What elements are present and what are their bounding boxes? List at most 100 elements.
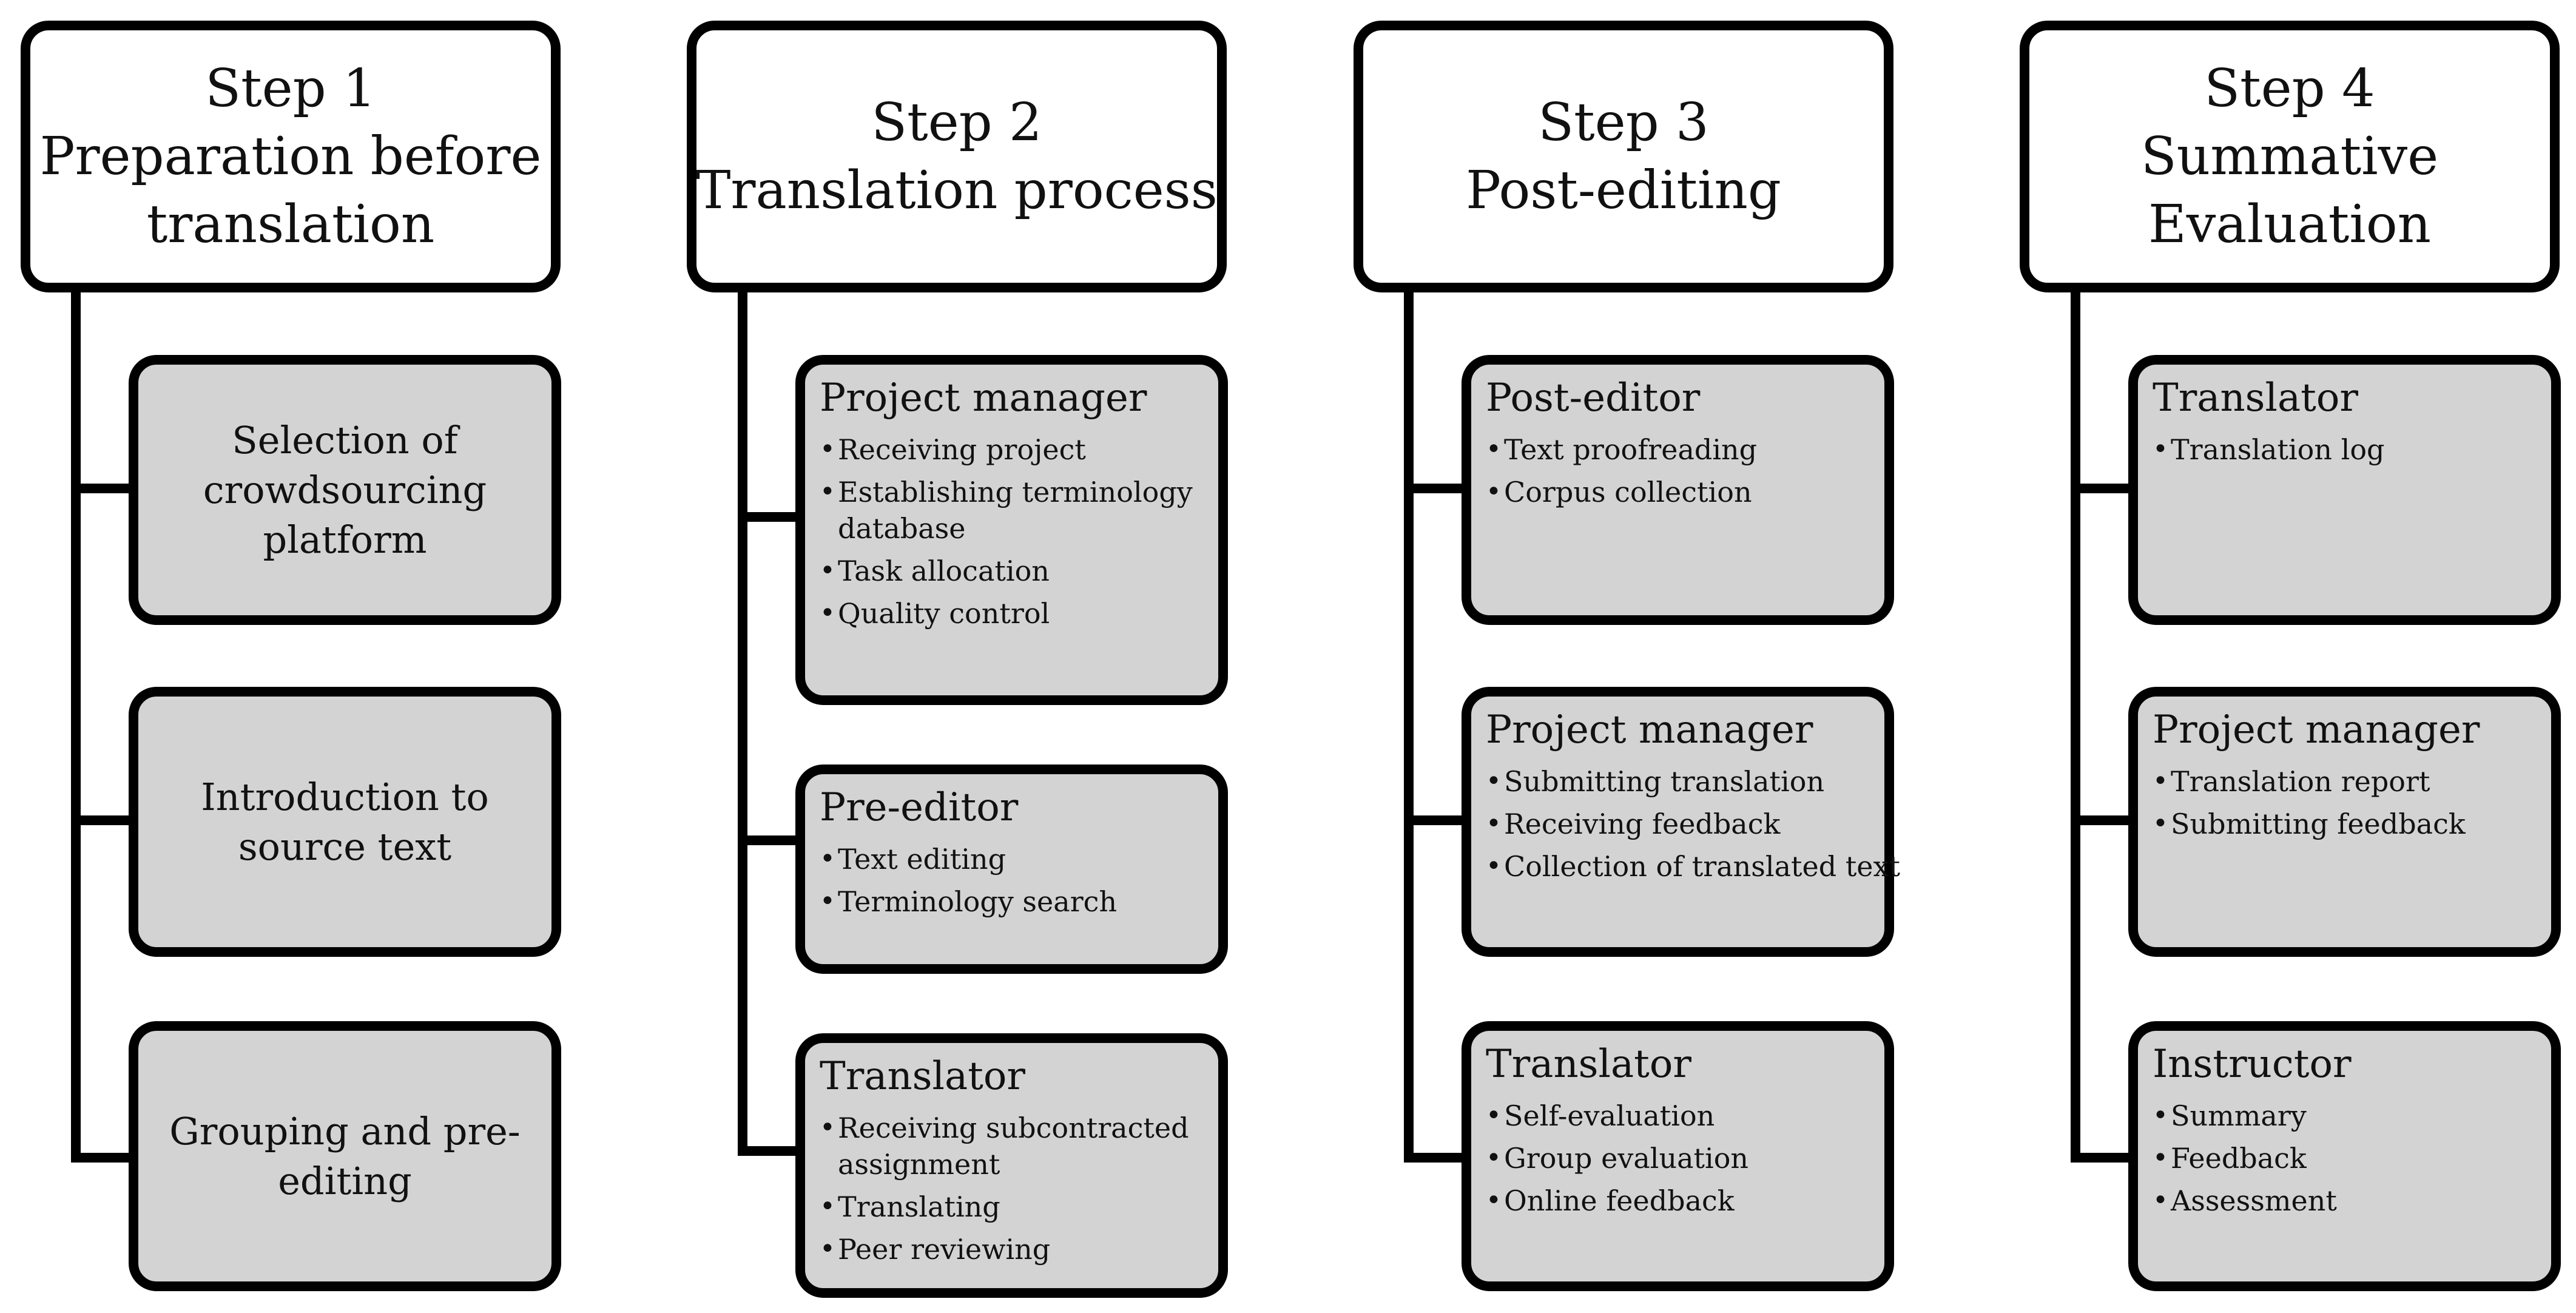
step3-number: Step 3 bbox=[1538, 92, 1709, 153]
step2-pre-editor-list: • Text editing • Terminology search bbox=[820, 841, 1204, 920]
step3-branch-line-3 bbox=[1404, 1153, 1466, 1163]
step3-role-title-post-editor: Post-editor bbox=[1486, 376, 1701, 420]
step1-branch-line-1 bbox=[71, 484, 133, 493]
bullet-icon: • bbox=[820, 843, 835, 874]
bullet-icon: • bbox=[820, 434, 835, 465]
step4-role-title-project-manager: Project manager bbox=[2153, 707, 2480, 752]
list-item-text: Text editing bbox=[838, 843, 1006, 876]
step2-header-box: Step 2 Translation process bbox=[687, 21, 1227, 292]
step2-translator-list: • Receiving subcontracted assignment • T… bbox=[820, 1110, 1204, 1267]
step3-trunk-line bbox=[1404, 285, 1414, 1163]
list-item: • Text proofreading bbox=[1486, 431, 1870, 468]
bullet-icon: • bbox=[1486, 851, 1502, 882]
bullet-icon: • bbox=[2153, 1185, 2168, 1216]
step3-project-manager-list: • Submitting translation • Receiving fee… bbox=[1486, 763, 1900, 885]
list-item-text: Terminology search bbox=[838, 885, 1118, 918]
bullet-icon: • bbox=[2153, 808, 2168, 839]
list-item-text: Group evaluation bbox=[1504, 1142, 1749, 1175]
step3-role-title-project-manager: Project manager bbox=[1486, 707, 1813, 752]
step4-number: Step 4 bbox=[2204, 58, 2375, 119]
step4-translator-list: • Translation log bbox=[2153, 431, 2537, 468]
list-item: • Feedback bbox=[2153, 1140, 2537, 1176]
bullet-icon: • bbox=[1486, 808, 1502, 839]
step2-role-box-translator: Translator • Receiving subcontracted ass… bbox=[795, 1033, 1228, 1298]
step4-project-manager-list: • Translation report • Submitting feedba… bbox=[2153, 763, 2537, 842]
step1-task-3-line-1: Grouping and pre- bbox=[169, 1109, 521, 1153]
step2-trunk-line bbox=[738, 285, 747, 1156]
list-item: • Corpus collection bbox=[1486, 474, 1870, 510]
list-item-text: Receiving feedback bbox=[1504, 808, 1781, 840]
bullet-icon: • bbox=[2153, 1143, 2168, 1173]
step4-trunk-line bbox=[2071, 285, 2080, 1163]
step3-post-editor-list: • Text proofreading • Corpus collection bbox=[1486, 431, 1870, 510]
step3-role-title-translator: Translator bbox=[1486, 1042, 1691, 1087]
list-item: • Summary bbox=[2153, 1098, 2537, 1134]
step3-branch-line-2 bbox=[1404, 815, 1466, 825]
step2-role-title-pre-editor: Pre-editor bbox=[820, 785, 1019, 830]
list-item-text: Corpus collection bbox=[1504, 476, 1752, 508]
step2-role-title-project-manager: Project manager bbox=[820, 376, 1147, 420]
step1-task-1-line-2: crowdsourcing bbox=[203, 467, 487, 512]
step4-role-title-instructor: Instructor bbox=[2153, 1042, 2352, 1087]
step3-branch-line-1 bbox=[1404, 484, 1466, 493]
step1-task-2-line-1: Introduction to bbox=[201, 774, 489, 819]
step1-branch-line-2 bbox=[71, 815, 133, 825]
step1-task-box-1: Selection of crowdsourcing platform bbox=[129, 355, 561, 625]
step1-title-line-2: translation bbox=[146, 194, 435, 255]
list-item-text-continuation: database bbox=[838, 512, 966, 545]
list-item: • Quality control bbox=[820, 595, 1204, 632]
step1-task-1-line-3: platform bbox=[263, 517, 427, 562]
step4-title-line-2: Evaluation bbox=[2148, 194, 2432, 255]
bullet-icon: • bbox=[820, 598, 835, 629]
bullet-icon: • bbox=[1486, 476, 1502, 507]
list-item: • Collection of translated text bbox=[1486, 848, 1900, 885]
step1-task-2-line-2: source text bbox=[238, 824, 452, 869]
step1-number: Step 1 bbox=[205, 58, 376, 119]
list-item-text: Peer reviewing bbox=[838, 1233, 1051, 1266]
list-item-text: Translation report bbox=[2171, 765, 2430, 798]
list-item: • Peer reviewing bbox=[820, 1231, 1204, 1267]
step3-header-box: Step 3 Post-editing bbox=[1354, 21, 1893, 292]
step4-role-box-instructor: Instructor • Summary • Feedback • Assess… bbox=[2128, 1021, 2561, 1291]
list-item: • Receiving subcontracted assignment bbox=[820, 1110, 1204, 1183]
step3-role-box-post-editor: Post-editor • Text proofreading • Corpus… bbox=[1462, 355, 1894, 625]
step1-branch-line-3 bbox=[71, 1153, 133, 1163]
list-item: • Self-evaluation bbox=[1486, 1098, 1870, 1134]
step2-branch-line-3 bbox=[738, 1146, 800, 1156]
list-item: • Terminology search bbox=[820, 883, 1204, 920]
step1-task-box-2: Introduction to source text bbox=[129, 687, 561, 957]
list-item: • Submitting translation bbox=[1486, 763, 1870, 800]
bullet-icon: • bbox=[1486, 434, 1502, 465]
list-item-text: Translating bbox=[838, 1190, 1000, 1223]
list-item: • Assessment bbox=[2153, 1183, 2537, 1219]
step4-instructor-list: • Summary • Feedback • Assessment bbox=[2153, 1098, 2537, 1219]
list-item-text-continuation: assignment bbox=[838, 1148, 1000, 1181]
list-item-text: Submitting feedback bbox=[2171, 808, 2466, 840]
step3-role-box-project-manager: Project manager • Submitting translation… bbox=[1462, 687, 1900, 957]
step1-title-line-1: Preparation before bbox=[39, 126, 542, 187]
list-item: • Receiving feedback bbox=[1486, 806, 1870, 842]
step4-role-title-translator: Translator bbox=[2153, 376, 2358, 420]
list-item: • Establishing terminology database bbox=[820, 474, 1204, 547]
step2-project-manager-list: • Receiving project • Establishing termi… bbox=[820, 431, 1204, 632]
bullet-icon: • bbox=[820, 886, 835, 917]
step2-role-box-project-manager: Project manager • Receiving project • Es… bbox=[795, 355, 1228, 705]
list-item-text: Self-evaluation bbox=[1504, 1099, 1715, 1132]
bullet-icon: • bbox=[1486, 1185, 1502, 1216]
step1-task-1-line-1: Selection of bbox=[232, 417, 458, 462]
list-item-text: Receiving subcontracted bbox=[838, 1112, 1189, 1144]
step4-role-box-translator: Translator • Translation log bbox=[2128, 355, 2561, 625]
step1-task-3-line-2: editing bbox=[278, 1158, 412, 1203]
bullet-icon: • bbox=[1486, 1143, 1502, 1173]
step2-branch-line-2 bbox=[738, 835, 800, 845]
bullet-icon: • bbox=[820, 1112, 835, 1143]
list-item: • Submitting feedback bbox=[2153, 806, 2537, 842]
list-item: • Online feedback bbox=[1486, 1183, 1870, 1219]
step3-translator-list: • Self-evaluation • Group evaluation • O… bbox=[1486, 1098, 1870, 1219]
bullet-icon: • bbox=[1486, 766, 1502, 797]
step3-title-line-1: Post-editing bbox=[1466, 160, 1781, 221]
step1-trunk-line bbox=[71, 285, 81, 1163]
step2-role-box-pre-editor: Pre-editor • Text editing • Terminology … bbox=[795, 765, 1228, 974]
list-item: • Text editing bbox=[820, 841, 1204, 877]
list-item-text: Text proofreading bbox=[1504, 433, 1758, 466]
